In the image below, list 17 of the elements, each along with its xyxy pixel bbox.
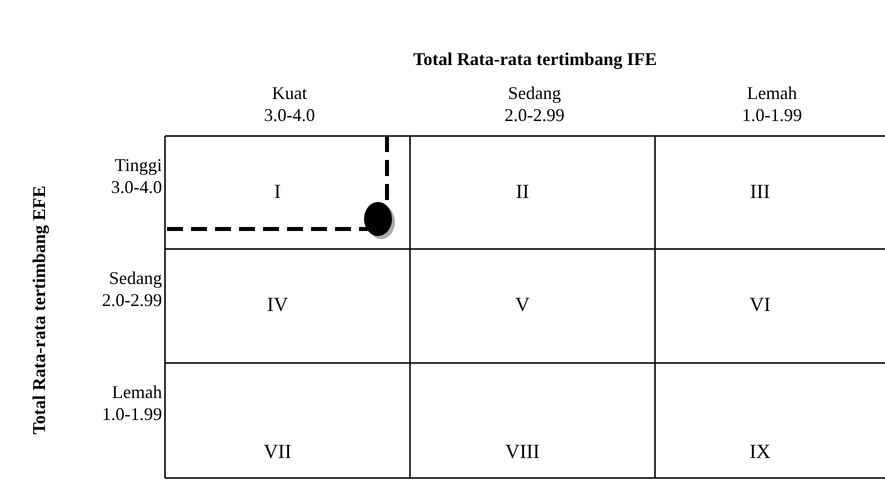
quadrant-number: VI <box>748 294 772 316</box>
axis-title: Total Rata-rata tertimbang IFE <box>412 48 658 70</box>
quadrant-number: IX <box>748 441 772 463</box>
row-label: Sedang 2.0-2.99 <box>101 267 162 311</box>
quadrant-number: I <box>273 180 282 202</box>
column-label: Sedang 2.0-2.99 <box>504 82 566 126</box>
quadrant-number: VIII <box>504 441 541 463</box>
quadrant-number: VII <box>262 441 292 463</box>
column-label: Kuat 3.0-4.0 <box>263 82 316 126</box>
column-label: Lemah 1.0-1.99 <box>741 82 803 126</box>
quadrant-number: III <box>749 180 771 202</box>
quadrant-number: IV <box>266 294 290 316</box>
row-label: Lemah 1.0-1.99 <box>101 381 162 425</box>
quadrant-number: V <box>514 294 531 316</box>
axis-title: Total Rata-rata tertimbang EFE <box>28 184 50 436</box>
row-label: Tinggi 3.0-4.0 <box>110 154 162 198</box>
quadrant-number: II <box>514 180 530 202</box>
